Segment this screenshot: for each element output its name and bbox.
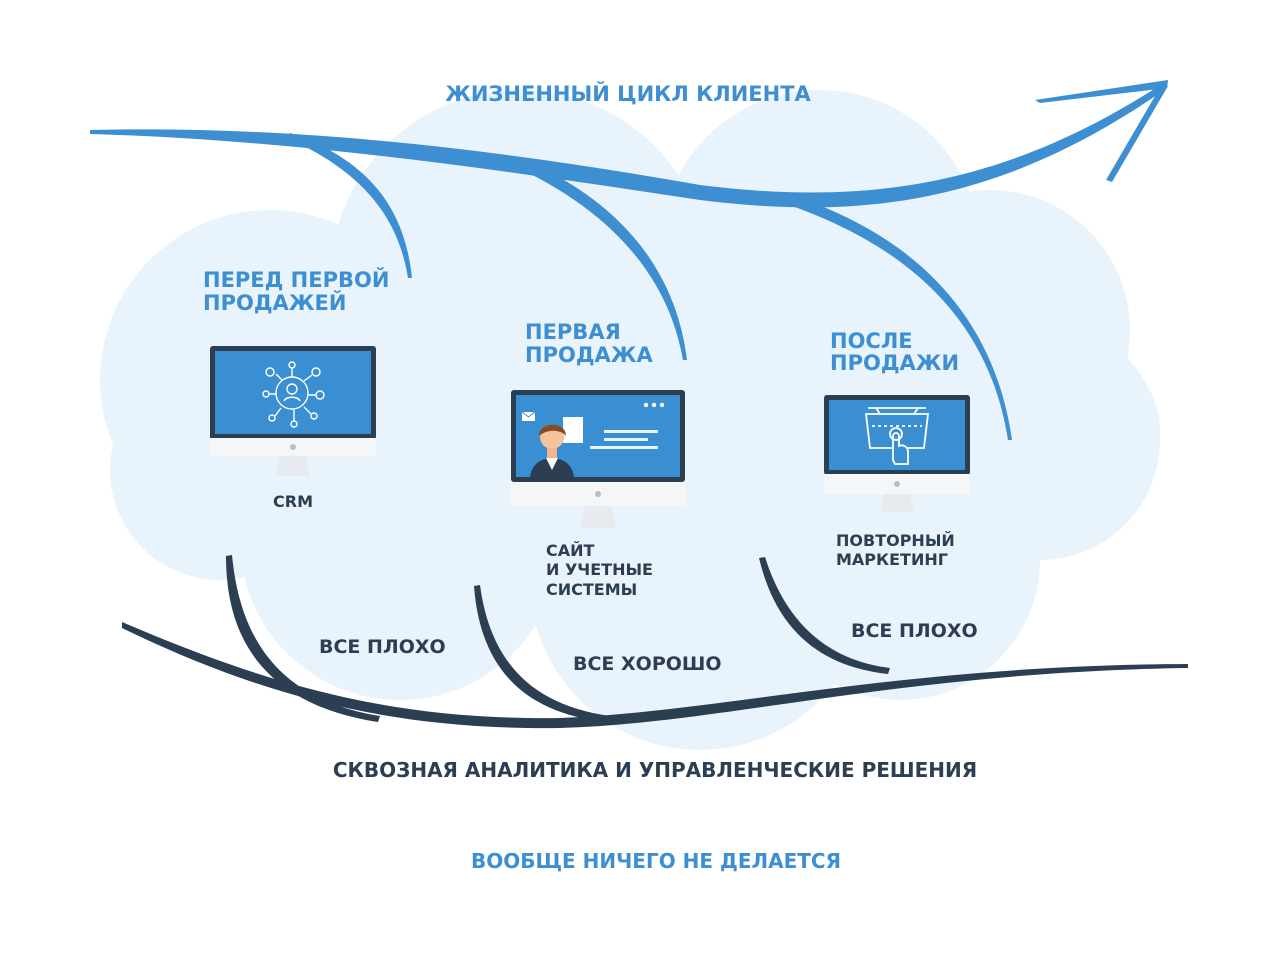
stage-tool-2-line-1: САЙТ [546, 541, 595, 560]
stage-heading-1-line-1: ПЕРЕД ПЕРВОЙ [203, 267, 389, 292]
swoosh-main [122, 622, 1188, 729]
stage-heading-2-line-1: ПЕРВАЯ [525, 320, 621, 344]
stage-heading-3: ПОСЛЕ ПРОДАЖИ [830, 329, 959, 375]
lifecycle-arrow [90, 80, 1168, 440]
arrow-head-lower [1106, 84, 1168, 182]
stage-heading-3-line-1: ПОСЛЕ [830, 329, 913, 353]
monitor-crm [210, 346, 376, 476]
monitor-remarketing [824, 395, 970, 512]
stage-heading-2: ПЕРВАЯ ПРОДАЖА [525, 320, 653, 367]
stage-outcome-2: ВСЕ ХОРОШО [573, 653, 722, 675]
swoosh-branch-3 [759, 557, 890, 674]
stage-tool-1: CRM [273, 492, 313, 511]
diagram-title: ЖИЗНЕННЫЙ ЦИКЛ КЛИЕНТА [445, 81, 811, 106]
stage-outcome-3: ВСЕ ПЛОХО [851, 620, 978, 642]
stage-heading-2-line-2: ПРОДАЖА [525, 343, 653, 367]
stage-tool-1-line-1: CRM [273, 492, 313, 511]
stage-heading-3-line-2: ПРОДАЖИ [830, 351, 959, 375]
stage-heading-1-line-2: ПРОДАЖЕЙ [203, 290, 346, 315]
stage-tool-2-line-3: СИСТЕМЫ [546, 580, 637, 599]
stage-tool-3: ПОВТОРНЫЙ МАРКЕТИНГ [836, 531, 955, 569]
monitor-website [511, 390, 685, 528]
stage-tool-2: САЙТ И УЧЕТНЫЕ СИСТЕМЫ [546, 541, 653, 599]
shopping-basket-click-icon [864, 407, 930, 465]
stage-tool-2-line-2: И УЧЕТНЫЕ [546, 560, 653, 579]
analytics-swoosh [122, 555, 1188, 729]
stage-tool-3-line-1: ПОВТОРНЫЙ [836, 531, 955, 550]
crm-network-icon [262, 361, 325, 428]
stage-heading-1: ПЕРЕД ПЕРВОЙ ПРОДАЖЕЙ [203, 267, 389, 315]
swoosh-branch-2 [474, 585, 610, 722]
website-user-icon [521, 402, 665, 477]
arrow-head-upper [1035, 80, 1168, 103]
footer-label: ВООБЩЕ НИЧЕГО НЕ ДЕЛАЕТСЯ [471, 849, 841, 873]
branch-curve-1 [285, 133, 412, 278]
stage-tool-3-line-2: МАРКЕТИНГ [836, 550, 948, 569]
stage-outcome-1: ВСЕ ПЛОХО [319, 636, 446, 658]
bottom-line-label: СКВОЗНАЯ АНАЛИТИКА И УПРАВЛЕНЧЕСКИЕ РЕШЕ… [333, 758, 977, 782]
